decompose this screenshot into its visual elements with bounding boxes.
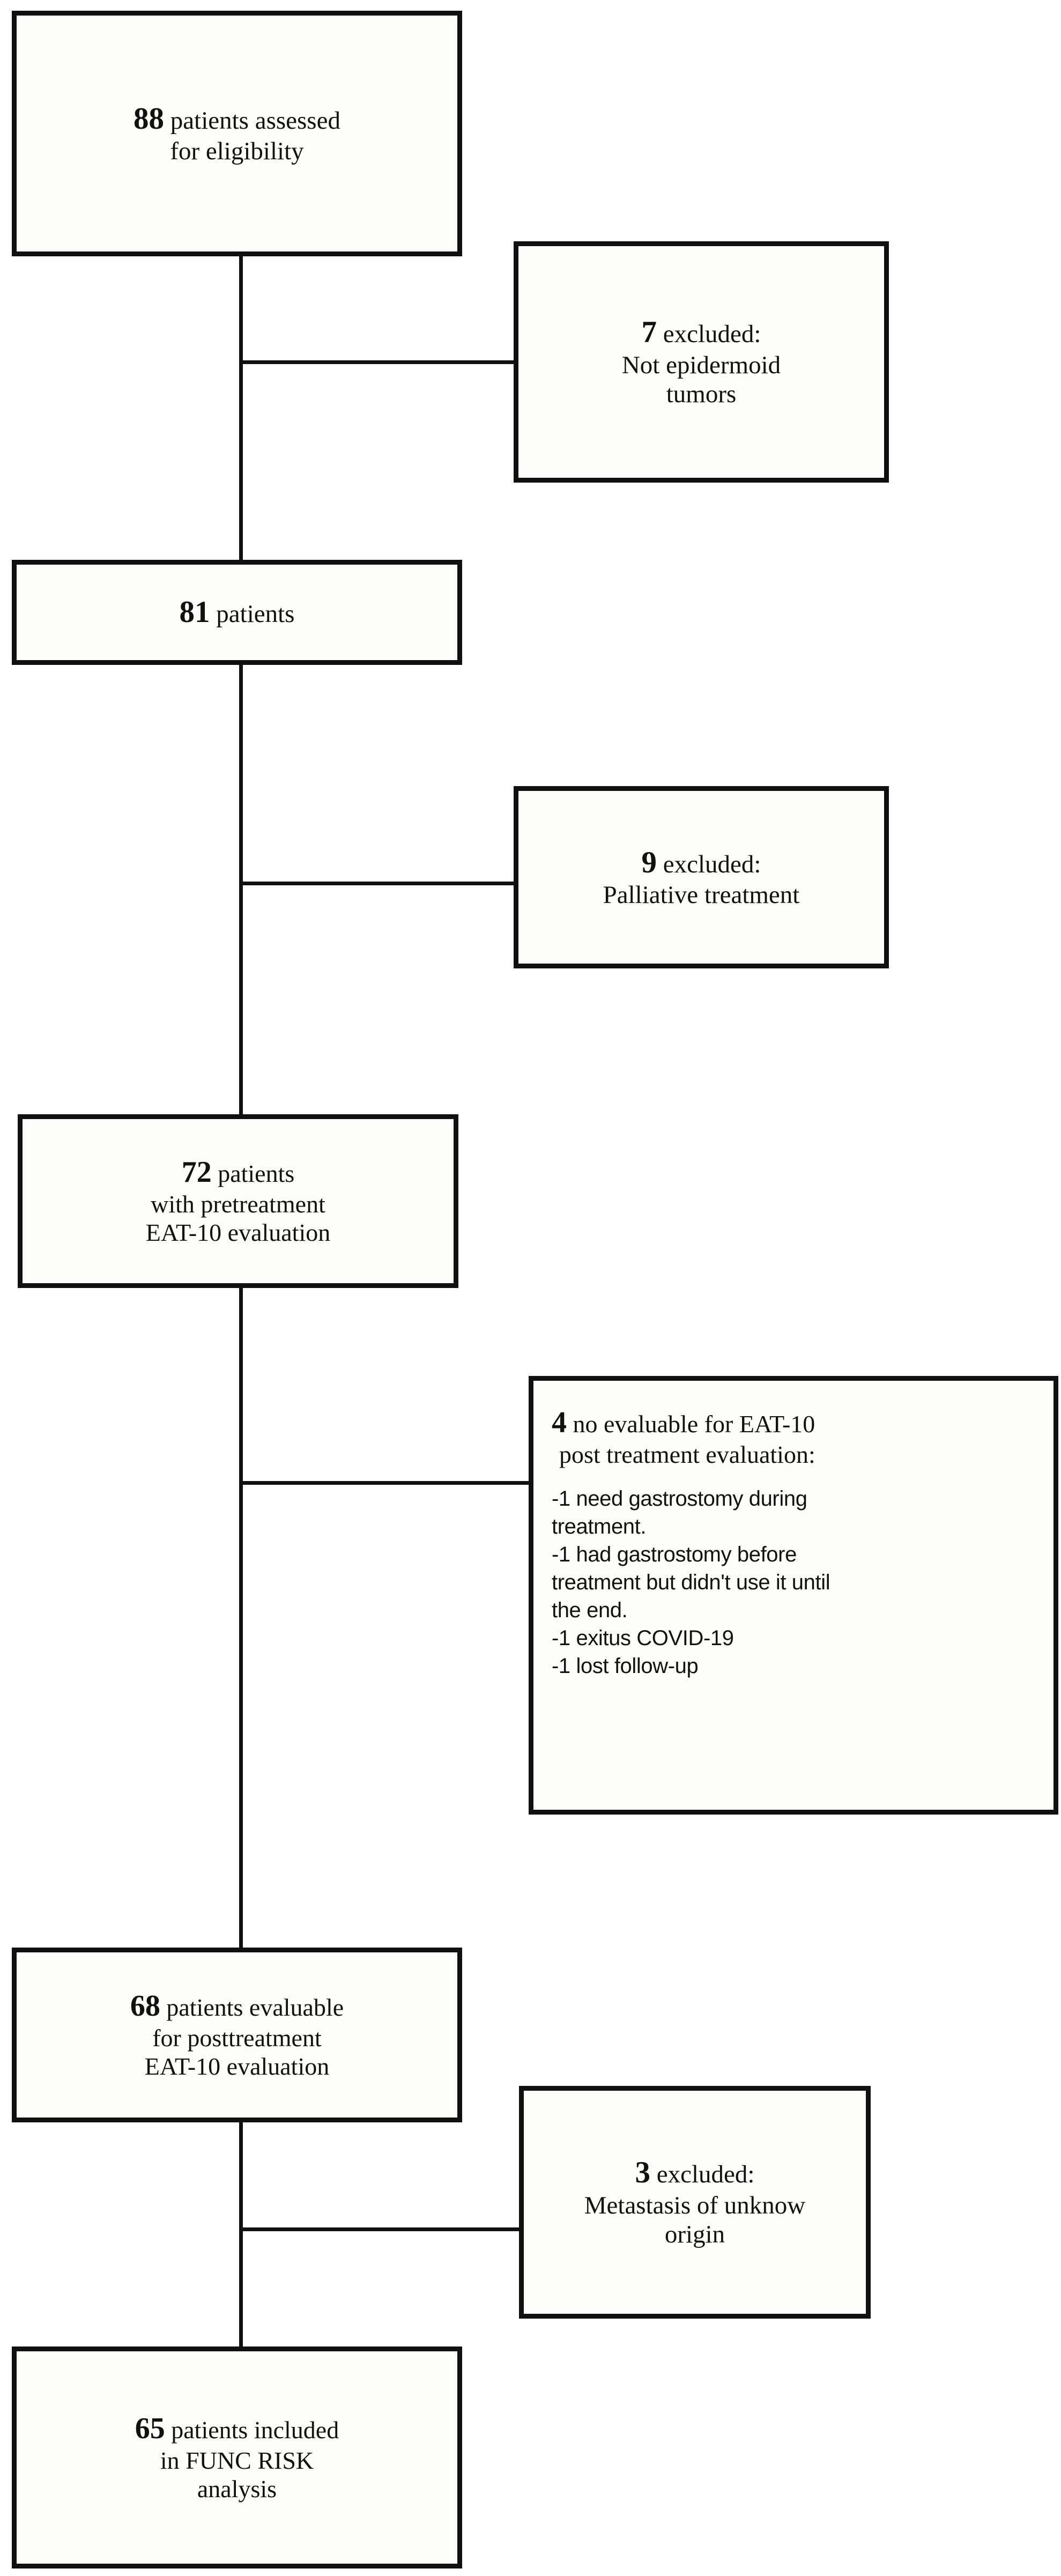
node-88-line-1: 88 patients assessed xyxy=(32,101,442,137)
node-9-excluded: 9 excluded: Palliative treatment xyxy=(514,786,889,968)
connector-72-to-68 xyxy=(239,1286,243,1951)
node-68-line-2: for posttreatment xyxy=(152,2024,322,2052)
bullet-item-4: -1 lost follow-up xyxy=(552,1654,699,1678)
node-7-line-1: 7 excluded: xyxy=(533,315,869,350)
node-9-line-2: Palliative treatment xyxy=(603,880,800,909)
node-9-line-1-text: excluded: xyxy=(657,850,761,878)
node-4-line-2: post treatment evaluation: xyxy=(559,1440,815,1468)
connector-to-excluded-3 xyxy=(239,2227,520,2231)
node-65-count: 65 xyxy=(135,2412,165,2446)
node-3-count: 3 xyxy=(635,2156,651,2190)
connector-to-excluded-7 xyxy=(239,360,518,364)
bullet-item-2-cont: treatment but didn't use it until xyxy=(552,1571,830,1595)
node-72-line-1-text: patients xyxy=(211,1160,295,1188)
bullet-list-spacer xyxy=(552,1469,1041,1485)
bullet-item-1: -1 need gastrostomy during xyxy=(552,1487,807,1511)
node-72-line-1: 72 patients xyxy=(38,1155,439,1190)
node-3-content: 3 excluded: Metastasis of unknow origin xyxy=(524,2155,866,2249)
node-72-patients: 72 patients with pretreatment EAT-10 eva… xyxy=(18,1114,458,1288)
node-72-line-3: EAT-10 evaluation xyxy=(145,1219,331,1247)
bullet-item-1-cont: treatment. xyxy=(552,1515,647,1539)
node-7-content: 7 excluded: Not epidermoid tumors xyxy=(518,315,884,409)
connector-68-to-65 xyxy=(239,2119,243,2350)
node-3-line-1: 3 excluded: xyxy=(539,2155,851,2190)
node-81-count: 81 xyxy=(179,595,210,629)
node-72-line-2: with pretreatment xyxy=(151,1190,325,1218)
node-9-line-1: 9 excluded: xyxy=(533,845,869,880)
node-3-line-2: Metastasis of unknow xyxy=(584,2191,806,2219)
node-65-content: 65 patients included in FUNC RISK analys… xyxy=(17,2411,457,2504)
node-81-patients: 81 patients xyxy=(12,560,462,665)
connector-to-not-evaluable-4 xyxy=(239,1481,533,1485)
bullet-item-3: -1 exitus COVID-19 xyxy=(552,1626,734,1650)
node-68-content: 68 patients evaluable for posttreatment … xyxy=(17,1989,457,2081)
connector-assessed-to-81 xyxy=(239,252,243,563)
node-7-count: 7 xyxy=(641,315,657,350)
node-65-patients: 65 patients included in FUNC RISK analys… xyxy=(12,2346,462,2568)
node-88-line-1-text: patients assessed xyxy=(164,106,340,135)
node-68-count: 68 xyxy=(130,1989,160,2023)
node-7-line-3: tumors xyxy=(666,380,737,409)
node-9-content: 9 excluded: Palliative treatment xyxy=(518,845,884,910)
node-88-content: 88 patients assessed for eligibility xyxy=(17,101,457,166)
node-65-line-1: 65 patients included xyxy=(32,2411,442,2446)
node-4-line-1-text: no evaluable for EAT-10 xyxy=(567,1410,815,1438)
node-65-line-2: in FUNC RISK xyxy=(160,2447,314,2475)
node-4-line-1: 4 no evaluable for EAT-10 xyxy=(552,1405,1041,1440)
node-68-line-1: 68 patients evaluable xyxy=(32,1989,442,2024)
node-3-line-1-text: excluded: xyxy=(650,2160,755,2189)
node-68-line-1-text: patients evaluable xyxy=(160,1994,344,2022)
node-7-line-1-text: excluded: xyxy=(657,320,761,349)
node-7-line-2: Not epidermoid xyxy=(621,351,781,379)
node-88-line-2: for eligibility xyxy=(170,137,304,165)
node-4-content: 4 no evaluable for EAT-10 post treatment… xyxy=(533,1405,1053,1680)
connector-to-excluded-9 xyxy=(239,882,518,885)
node-4-bullet-list: -1 need gastrostomy during treatment. -1… xyxy=(552,1469,1041,1680)
node-65-line-1-text: patients included xyxy=(165,2416,339,2444)
node-88-count: 88 xyxy=(133,101,165,136)
node-81-line-1: 81 patients xyxy=(32,595,442,630)
node-4-not-evaluable: 4 no evaluable for EAT-10 post treatment… xyxy=(529,1376,1058,1815)
bullet-item-2: -1 had gastrostomy before xyxy=(552,1543,797,1567)
node-72-count: 72 xyxy=(181,1156,212,1189)
node-3-line-3: origin xyxy=(664,2220,725,2249)
node-88-patients-assessed: 88 patients assessed for eligibility xyxy=(12,11,462,256)
node-9-count: 9 xyxy=(641,845,657,879)
node-68-patients: 68 patients evaluable for posttreatment … xyxy=(12,1948,462,2122)
node-3-excluded: 3 excluded: Metastasis of unknow origin xyxy=(519,2086,871,2319)
node-4-count: 4 xyxy=(552,1406,567,1439)
node-65-line-3: analysis xyxy=(197,2475,277,2503)
node-68-line-3: EAT-10 evaluation xyxy=(144,2053,330,2081)
bullet-item-2-cont2: the end. xyxy=(552,1598,628,1623)
node-72-content: 72 patients with pretreatment EAT-10 eva… xyxy=(23,1155,454,1247)
node-7-excluded: 7 excluded: Not epidermoid tumors xyxy=(514,241,889,483)
node-81-line-1-text: patients xyxy=(210,599,295,628)
connector-81-to-72 xyxy=(239,662,243,1119)
node-81-content: 81 patients xyxy=(17,595,457,630)
